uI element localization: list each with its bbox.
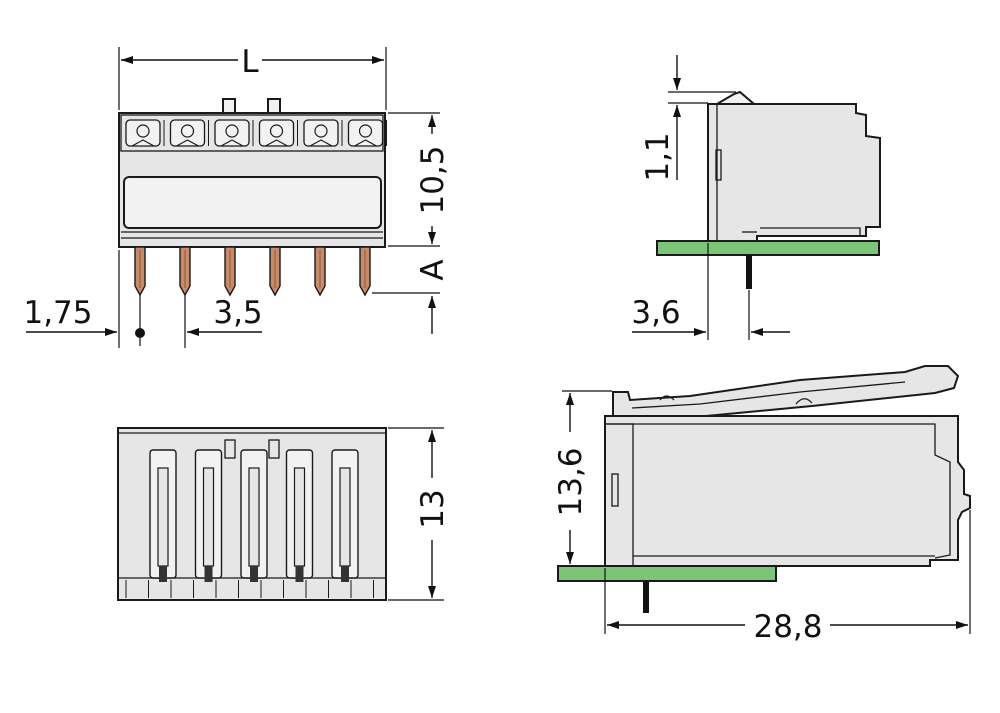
slot-contact bbox=[295, 566, 304, 582]
clamp-cell bbox=[125, 119, 161, 147]
dim-total-length-label: 28,8 bbox=[753, 609, 822, 645]
clamp-spring bbox=[354, 139, 377, 147]
side-view-dimensions: 1,1 3,6 bbox=[631, 55, 790, 340]
clamp-spring bbox=[131, 139, 155, 147]
clamp-hole bbox=[314, 124, 328, 138]
dim-edge-offset-label: 1,75 bbox=[23, 295, 92, 331]
dim-pin-offset-side-label: 3,6 bbox=[631, 295, 680, 331]
slot-contact bbox=[341, 566, 349, 582]
side-view-lever-dimensions: 13,6 28,8 bbox=[553, 390, 971, 645]
release-lever bbox=[612, 365, 960, 420]
lever-side-housing bbox=[604, 415, 971, 567]
slot-contact bbox=[204, 566, 213, 582]
top-view-dimensions: 13 bbox=[388, 427, 451, 601]
wire-slot-inner bbox=[157, 467, 169, 567]
lever-pcb bbox=[557, 565, 777, 582]
clamp-hole bbox=[358, 124, 373, 138]
lever-side-pin bbox=[643, 581, 649, 613]
clamp-hole bbox=[225, 124, 239, 138]
wire-slot-inner bbox=[339, 467, 351, 567]
clamp-cell bbox=[303, 119, 339, 147]
clamp-cell bbox=[258, 119, 295, 147]
side-pcb bbox=[656, 240, 880, 256]
clamp-hole bbox=[180, 124, 195, 138]
clamp-spring bbox=[265, 139, 288, 147]
side-housing bbox=[707, 103, 881, 242]
side-view-lever bbox=[557, 365, 971, 613]
clamp-spring bbox=[176, 139, 199, 147]
top-view bbox=[117, 427, 387, 601]
wire-slot-inner bbox=[293, 467, 306, 567]
clamp-cell bbox=[169, 119, 206, 147]
dim-pitch-label: 3,5 bbox=[213, 295, 262, 331]
dim-pin-length-label: A bbox=[415, 259, 451, 280]
side-pin bbox=[746, 255, 752, 289]
clamp-cell bbox=[214, 119, 250, 147]
clamp-spring bbox=[309, 139, 333, 147]
clamp-cell bbox=[347, 119, 384, 147]
clamp-spring bbox=[220, 139, 244, 147]
dim-latch-offset-label: 1,1 bbox=[640, 132, 676, 181]
side-view bbox=[656, 90, 881, 289]
dim-length-label: L bbox=[241, 44, 259, 80]
clamp-hole bbox=[136, 124, 150, 138]
dim-height-front-label: 10,5 bbox=[415, 145, 451, 214]
front-view bbox=[118, 98, 387, 297]
clamp-hole bbox=[269, 124, 284, 138]
slot-contact bbox=[159, 566, 167, 582]
dim-depth-top-label: 13 bbox=[415, 489, 451, 528]
slot-contact bbox=[250, 566, 258, 582]
wire-slot-inner bbox=[202, 467, 215, 567]
wire-slot-inner bbox=[248, 467, 260, 567]
front-view-dimensions: L 10,5 A 1,75 3,5 bbox=[23, 44, 451, 348]
dim-height-with-lever-label: 13,6 bbox=[553, 447, 589, 516]
